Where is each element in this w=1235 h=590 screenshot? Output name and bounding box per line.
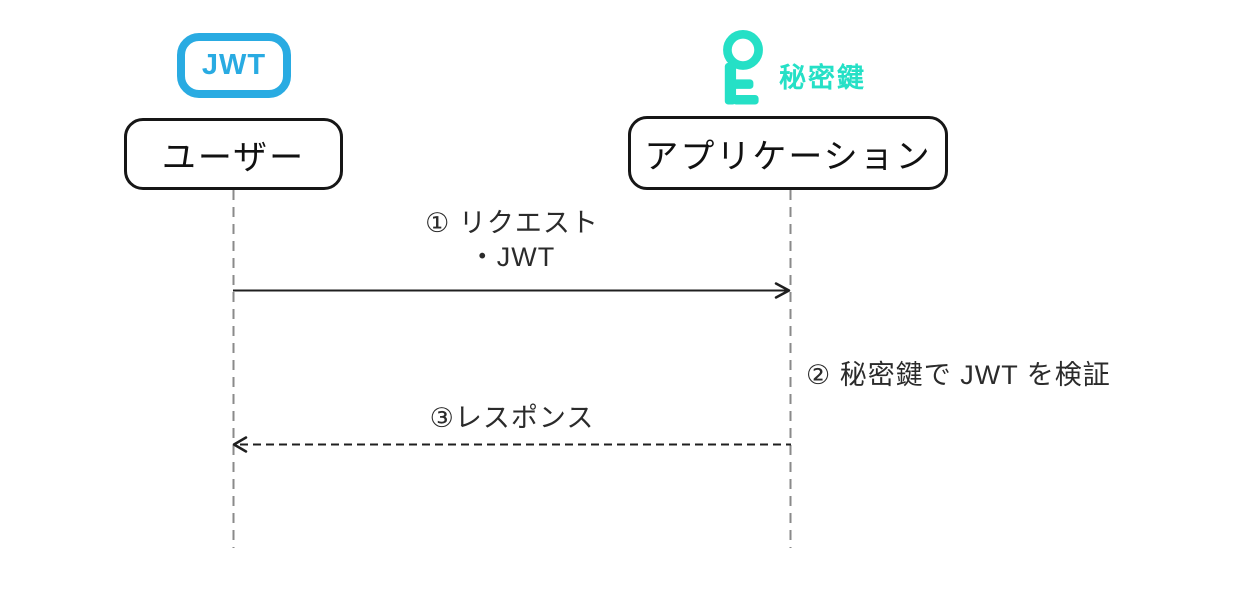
request-arrow — [233, 282, 791, 299]
message-request-label: ① リクエスト ・JWT — [233, 206, 791, 274]
actor-application-box: アプリケーション — [628, 116, 948, 190]
key-icon — [723, 30, 763, 105]
message-request-detail: ・JWT — [468, 242, 556, 272]
secret-key-label: 秘密鍵 — [779, 63, 866, 93]
message-response-label: ③レスポンス — [429, 403, 595, 433]
message-request-step: ① リクエスト — [425, 208, 599, 238]
response-arrow — [232, 436, 791, 453]
actor-user-box: ユーザー — [124, 118, 343, 190]
jwt-token-badge: JWT — [177, 33, 291, 98]
message-verify-label: ② 秘密鍵で JWT を検証 — [806, 360, 1111, 390]
